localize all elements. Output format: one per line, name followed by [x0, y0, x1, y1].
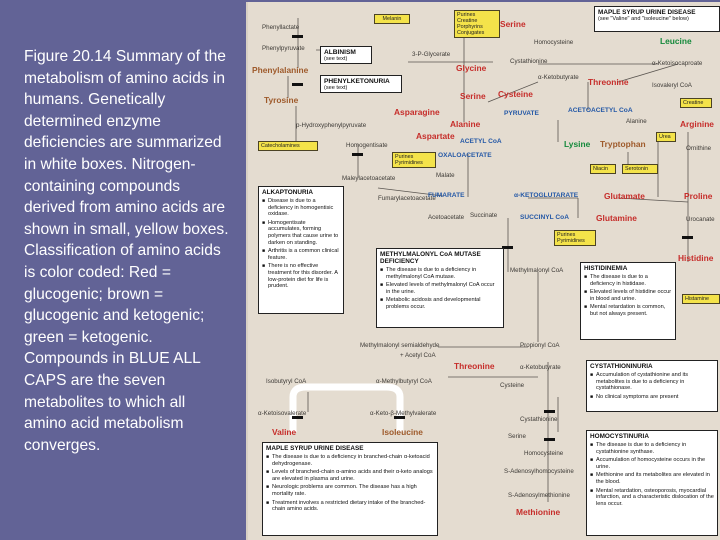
valine-label: Valine: [272, 427, 297, 437]
enzyme-block-marker: [394, 416, 405, 419]
serine-label: Serine: [460, 91, 486, 101]
leucine-label: Leucine: [660, 36, 692, 46]
albinism-box: ALBINISM (see text): [320, 46, 372, 64]
enzyme-block-marker: [682, 236, 693, 239]
enzyme-block-marker: [292, 83, 303, 86]
enzyme-block-marker: [292, 35, 303, 38]
alpha-ketobutyrate-2-label: α-Ketobutyrate: [520, 364, 561, 371]
acetoacetate-label: Acetoacetate: [428, 214, 465, 221]
alpha-ketoisocaproate-label: α-Ketoisocaproate: [652, 60, 703, 67]
methionine-label: Methionine: [516, 507, 561, 517]
pyruvate-label: PYRUVATE: [504, 110, 539, 117]
phenylalanine-label: Phenylalanine: [252, 65, 309, 75]
histidine-label: Histidine: [678, 253, 714, 263]
serine-small-label: Serine: [508, 433, 526, 440]
acetoacetyl-coa-label: ACETOACETYL CoA: [568, 107, 633, 114]
pathway-arrows: [287, 18, 689, 502]
serine-top-label: Serine: [500, 19, 526, 29]
alpha-keto-beta-methylvalerate-label: α-Keto-β-Methylvalerate: [370, 410, 437, 417]
methylmalonyl-coa-label: Methylmalonyl CoA: [510, 267, 564, 274]
isovaleryl-coa-label: Isovaleryl CoA: [652, 82, 692, 89]
urea-box: Urea: [656, 132, 676, 142]
enzyme-block-marker: [544, 410, 555, 413]
proline-label: Proline: [684, 191, 713, 201]
figure-caption: Figure 20.14 Summary of the metabolism o…: [24, 48, 229, 454]
creatine-box: Creatine: [680, 98, 712, 108]
homocysteine-top-label: Homocysteine: [534, 39, 574, 46]
isobutyryl-coa-label: Isobutyryl CoA: [266, 378, 307, 385]
threonine-label: Threonine: [454, 361, 495, 371]
glutamate-label: Glutamate: [604, 191, 645, 201]
asparagine-label: Asparagine: [394, 107, 440, 117]
propionyl-coa-label: Propionyl CoA: [520, 342, 560, 349]
homogentisate-label: Homogentisate: [346, 142, 388, 149]
urocanate-label: Urocanate: [686, 216, 715, 223]
metabolism-diagram: Phenyllactate Phenylpyruvate Phenylalani…: [246, 2, 720, 540]
acetyl-coa-label: ACETYL CoA: [460, 138, 502, 145]
alpha-ketoisovalerate-label: α-Ketoisovalerate: [258, 410, 307, 417]
fumarylacetoacetate-label: Fumarylacetoacetate: [378, 195, 436, 202]
lysine-label: Lysine: [564, 139, 591, 149]
maleylacetoacetate-label: Maleylacetoacetate: [342, 175, 396, 182]
ornithine-label: Ornithine: [686, 145, 712, 152]
arginine-label: Arginine: [680, 119, 714, 129]
homocystinuria-box: HOMOCYSTINURIA The disease is due to a d…: [586, 430, 718, 536]
aspartate-label: Aspartate: [416, 131, 455, 141]
purines-pyrimidines-box: Purines Pyrimidines: [392, 152, 436, 168]
melanin-box: Melanin: [374, 14, 410, 24]
alpha-ketoglutarate-label: α-KETOGLUTARATE: [514, 192, 579, 199]
phenylpyruvate-label: Phenylpyruvate: [262, 45, 305, 52]
alanine-small-label: Alanine: [626, 118, 647, 125]
s-adenosylhomocysteine-label: S-Adenosylhomocysteine: [504, 468, 574, 475]
methylmalonyl-coa-mutase-box: METHYLMALONYL CoA MUTASE DEFICIENCY The …: [376, 248, 504, 328]
3-p-glycerate-label: 3-P-Glycerate: [412, 51, 451, 58]
cysteine-small-label: Cysteine: [500, 382, 525, 389]
enzyme-block-marker: [544, 438, 555, 441]
methylmalonyl-semialdehyde-label: Methylmalonyl semialdehyde: [360, 342, 440, 349]
glutamine-label: Glutamine: [596, 213, 637, 223]
histidinemia-box: HISTIDINEMIA The disease is due to a def…: [580, 262, 676, 340]
hydroxyphenylpyruvate-label: p-Hydroxyphenylpyruvate: [296, 122, 367, 129]
enzyme-block-marker: [352, 153, 363, 156]
glycine-label: Glycine: [456, 63, 487, 73]
alkaptonuria-box: ALKAPTONURIA Disease is due to a deficie…: [258, 186, 344, 314]
alpha-ketobutyrate-label: α-Ketobutyrate: [538, 74, 579, 81]
isoleucine-label: Isoleucine: [382, 427, 423, 437]
malate-label: Malate: [436, 172, 455, 179]
phenyllactate-label: Phenyllactate: [262, 24, 300, 31]
alpha-methylbutyryl-coa-label: α-Methylbutyryl CoA: [376, 378, 432, 385]
succinate-label: Succinate: [470, 212, 498, 219]
purines-creatine-box: Purines Creatine Porphyrins Conjugates: [454, 10, 500, 38]
purines-pyrimidines-box-2: Purines Pyrimidines: [554, 230, 596, 246]
enzyme-block-marker: [292, 416, 303, 419]
phenylketonuria-box: PHENYLKETONURIA (see text): [320, 75, 402, 93]
tryptophan-label: Tryptophan: [600, 139, 646, 149]
fumarate-label: FUMARATE: [428, 192, 465, 199]
enzyme-block-marker: [502, 246, 513, 249]
msud-bottom-box: MAPLE SYRUP URINE DISEASE The disease is…: [262, 442, 438, 536]
acetyl-coa-small-label: + Acetyl CoA: [400, 352, 436, 359]
msud-top-box: MAPLE SYRUP URINE DISEASE (see "Valine" …: [594, 6, 720, 32]
tyrosine-label: Tyrosine: [264, 95, 299, 105]
homocysteine-label: Homocysteine: [524, 450, 564, 457]
cysteine-label: Cysteine: [498, 89, 533, 99]
threonine-top-label: Threonine: [588, 77, 629, 87]
s-adenosylmethionine-label: S-Adenosylmethionine: [508, 492, 570, 499]
succinyl-coa-label: SUCCINYL CoA: [520, 214, 569, 221]
cystathionine-label: Cystathionine: [520, 416, 558, 423]
alanine-label: Alanine: [450, 119, 481, 129]
histamine-box: Histamine: [682, 294, 720, 304]
cystathionine-top-label: Cystathionine: [510, 58, 548, 65]
niacin-box: Niacin: [590, 164, 616, 174]
oxaloacetate-label: OXALOACETATE: [438, 152, 492, 159]
serotonin-box: Serotonin: [622, 164, 658, 174]
cystathioninuria-box: CYSTATHIONINURIA Accumulation of cystath…: [586, 360, 718, 412]
catecholamines-box: Catecholamines: [258, 141, 318, 151]
